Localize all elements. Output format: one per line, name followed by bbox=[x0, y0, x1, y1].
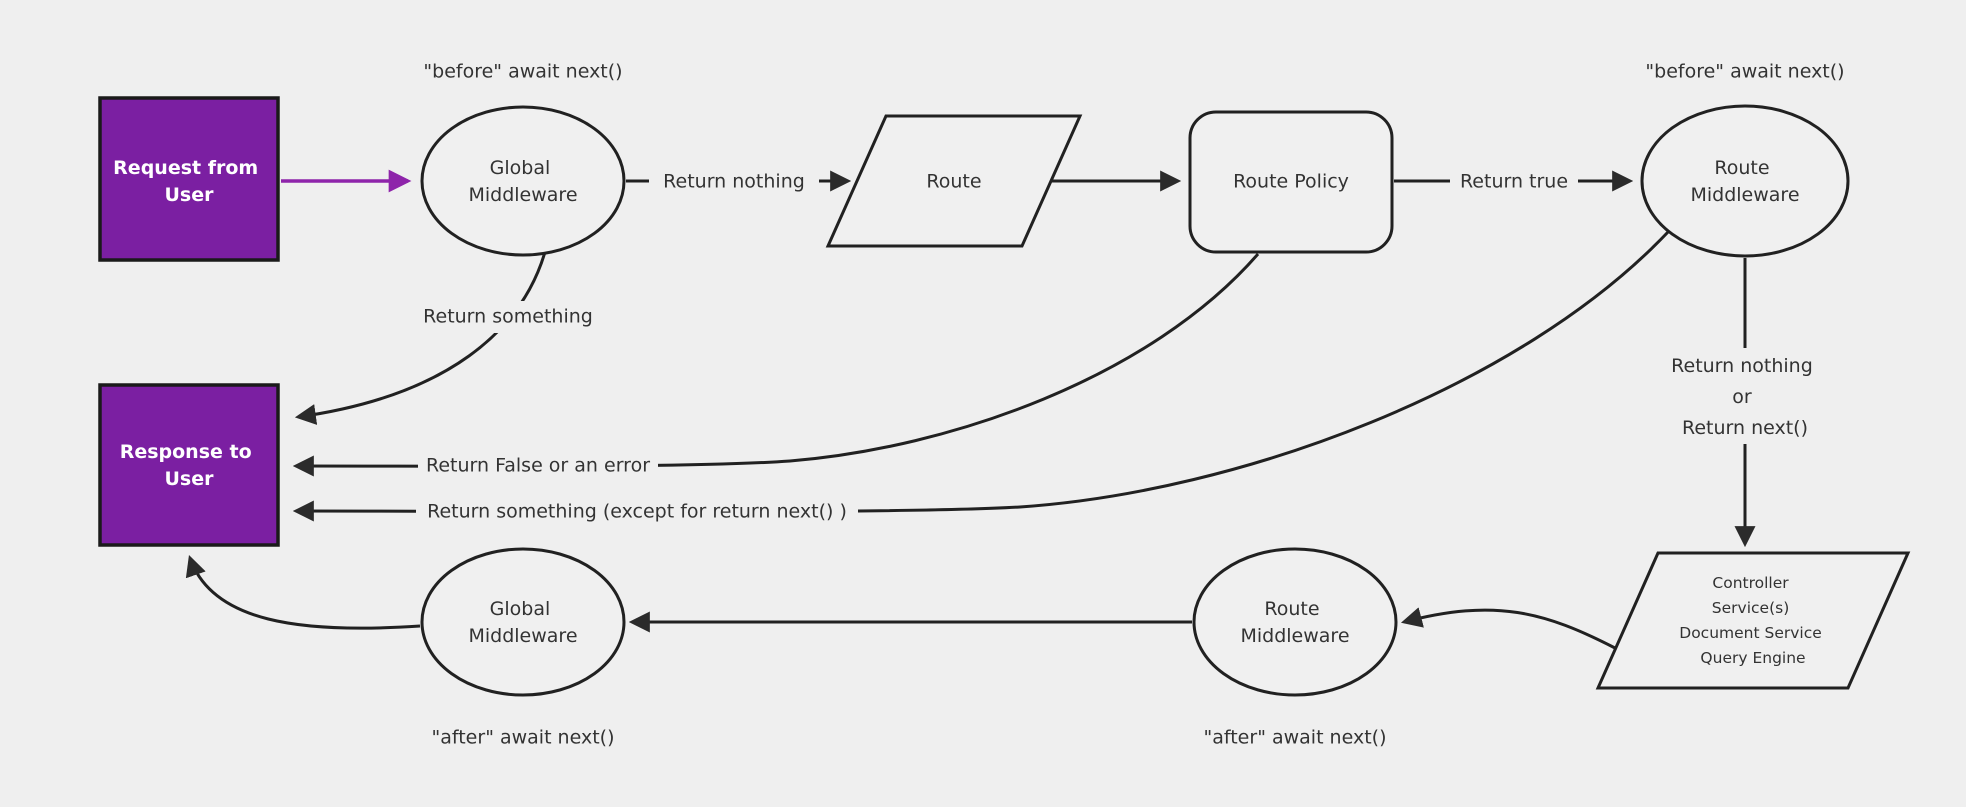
edge-global-middleware-return-something-to-response bbox=[294, 251, 547, 425]
label-bg-return-nothing-or bbox=[1642, 348, 1848, 444]
label-bg-return-something-except bbox=[416, 495, 858, 527]
route-label: Route bbox=[926, 171, 981, 193]
request-from-user-box bbox=[98, 96, 280, 262]
label-return-true: Return true bbox=[1460, 171, 1568, 193]
route-policy-label: Route Policy bbox=[1233, 171, 1349, 193]
label-return-false-or-error: Return False or an error bbox=[426, 455, 650, 477]
response-to-user-label: Response to User bbox=[120, 441, 259, 490]
label-after-await-next-left: "after" await next() bbox=[432, 727, 615, 749]
label-before-await-next-right: "before" await next() bbox=[1645, 61, 1844, 83]
label-before-await-next-left: "before" await next() bbox=[423, 61, 622, 83]
label-return-nothing-or-next: Return nothing or Return next() bbox=[1671, 355, 1819, 439]
route-middleware-bottom-ellipse bbox=[1192, 547, 1398, 697]
label-return-something: Return something bbox=[423, 306, 593, 328]
node-global-middleware-top: Global Middleware bbox=[420, 105, 626, 257]
node-route-middleware-top: Route Middleware bbox=[1640, 104, 1850, 258]
route-policy-box bbox=[1188, 110, 1394, 254]
node-request-from-user: Request from User bbox=[98, 96, 280, 262]
node-global-middleware-bottom: Global Middleware bbox=[420, 547, 626, 697]
controller-services-parallelogram bbox=[1595, 551, 1911, 690]
label-return-nothing: Return nothing bbox=[663, 171, 805, 193]
node-response-to-user: Response to User bbox=[98, 383, 280, 547]
response-to-user-box bbox=[98, 383, 280, 547]
edge-controller-to-route-middleware-bottom bbox=[1400, 607, 1616, 650]
controller-services-label: Controller Service(s) Document Service Q… bbox=[1679, 574, 1826, 667]
global-middleware-top-ellipse bbox=[420, 105, 626, 257]
edge-route-policy-return-false-to-response bbox=[292, 253, 1260, 477]
label-return-something-except: Return something (except for return next… bbox=[427, 501, 847, 523]
node-controller-services: Controller Service(s) Document Service Q… bbox=[1595, 551, 1911, 690]
edge-global-middleware-bottom-to-response bbox=[185, 555, 421, 630]
global-middleware-bottom-label: Global Middleware bbox=[468, 598, 577, 647]
route-middleware-top-label: Route Middleware bbox=[1690, 157, 1799, 206]
node-route: Route bbox=[825, 114, 1083, 248]
label-bg-return-nothing bbox=[649, 166, 819, 197]
route-middleware-top-ellipse bbox=[1640, 104, 1850, 258]
node-route-policy: Route Policy bbox=[1188, 110, 1394, 254]
node-route-middleware-bottom: Route Middleware bbox=[1192, 547, 1398, 697]
label-bg-return-something bbox=[420, 301, 596, 333]
route-middleware-bottom-label: Route Middleware bbox=[1240, 598, 1349, 647]
label-bg-return-false-or-error bbox=[418, 450, 658, 482]
global-middleware-top-label: Global Middleware bbox=[468, 157, 577, 206]
route-parallelogram bbox=[825, 114, 1083, 248]
edges bbox=[185, 169, 1756, 650]
global-middleware-bottom-ellipse bbox=[420, 547, 626, 697]
label-bg-return-true bbox=[1450, 166, 1578, 197]
label-after-await-next-right: "after" await next() bbox=[1204, 727, 1387, 749]
edge-labels: "before" await next() "before" await nex… bbox=[416, 61, 1848, 749]
request-from-user-label: Request from User bbox=[113, 157, 265, 206]
